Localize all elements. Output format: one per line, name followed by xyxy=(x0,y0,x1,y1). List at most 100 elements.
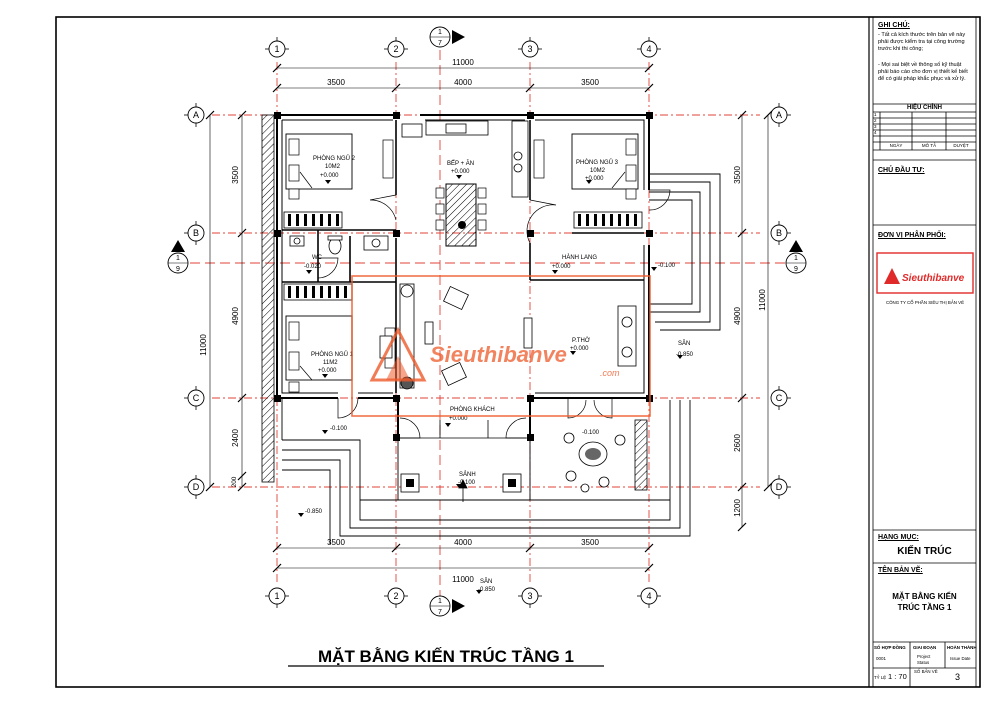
dim-top-total: 11000 xyxy=(452,58,474,67)
room-altar-level: +0.000 xyxy=(570,346,589,352)
drawing-name-label: TÊN BẢN VẼ: xyxy=(878,567,923,574)
room-lobby-level: -0.100 xyxy=(458,480,476,486)
level-ground-bottom-value: -0.850 xyxy=(478,587,496,593)
left-planter-strip xyxy=(261,114,275,483)
grid-row-a-right: A xyxy=(776,110,782,120)
svg-text:9: 9 xyxy=(794,266,798,273)
dim-left-4: 200 xyxy=(231,476,238,487)
grid-row-b-left: B xyxy=(193,228,199,238)
phase-label: GIAI ĐOẠN xyxy=(913,645,937,650)
revision-col-approve: DUYỆT xyxy=(953,143,969,148)
svg-text:7: 7 xyxy=(438,40,442,47)
note-1: - Tất cả kích thước trên bản vẽ này phải… xyxy=(878,32,966,52)
dining-set xyxy=(435,183,487,247)
room-bed2-name: PHÒNG NGỦ 2 xyxy=(313,155,356,162)
sheet-no-label: SỐ BẢN VẼ xyxy=(914,669,938,674)
room-bed3-level: +0.000 xyxy=(585,176,604,182)
lobby-pot-inner xyxy=(406,479,516,487)
dim-bottom-3: 3500 xyxy=(581,538,599,547)
dim-left-2: 4900 xyxy=(231,307,240,325)
revision-col-desc: MÔ TẢ xyxy=(921,143,937,148)
note-2: - Mọi sai biệt về thông số kỹ thuật phải… xyxy=(878,62,968,82)
dim-right-2: 4900 xyxy=(733,307,742,325)
inner-wall-faces xyxy=(281,119,645,394)
room-hall-name: HÀNH LANG xyxy=(562,254,597,261)
watermark-brand: Sieuthibanve xyxy=(430,342,567,367)
wardrobe-hangers xyxy=(288,214,637,298)
bed-pillows xyxy=(288,138,637,371)
revision-row-4: 4 xyxy=(874,130,877,135)
revision-row-1: 1 xyxy=(874,112,877,117)
grid-bubble-crosses xyxy=(184,37,791,608)
revision-row-3: 3 xyxy=(874,124,877,129)
room-living-level: +0.000 xyxy=(449,416,468,422)
revision-title: HIỆU CHỈNH xyxy=(906,105,942,111)
watermark-sub: .com xyxy=(600,368,620,378)
level-markers xyxy=(298,175,683,594)
dim-bottom-1: 3500 xyxy=(327,538,345,547)
terrace-planters xyxy=(634,419,648,491)
dim-right-3: 2600 xyxy=(733,434,742,452)
grid-col-4-bottom: 4 xyxy=(646,591,651,601)
room-bed1-name: PHÒNG NGỦ 1 xyxy=(311,351,354,358)
contract-value: 0001 xyxy=(876,656,887,661)
revision-row-2: 2 xyxy=(874,118,877,123)
dim-top-1: 3500 xyxy=(327,78,345,87)
level-hall-right: -0.100 xyxy=(658,263,676,269)
dimension-texts: 11000 3500 4000 3500 3500 4000 3500 1100… xyxy=(199,58,767,584)
front-steps xyxy=(281,398,691,544)
dimension-ticks xyxy=(205,63,773,573)
level-ground-bottom-label: SÂN xyxy=(480,578,492,585)
complete-label: HOÀN THÀNH xyxy=(947,645,977,650)
complete-value: Issue Date xyxy=(950,656,971,661)
bed-folds xyxy=(299,171,626,381)
room-bed3-name: PHÒNG NGỦ 3 xyxy=(576,159,619,166)
outer-walls xyxy=(276,114,650,438)
grid-bubble-labels: 1 2 3 4 1 2 3 4 A B C D A B C D xyxy=(193,44,783,601)
contract-label: SỐ HỢP ĐỒNG xyxy=(874,645,906,650)
room-bed2-level: +0.000 xyxy=(320,173,339,179)
dim-bottom-total: 11000 xyxy=(452,575,474,584)
category-value: KIẾN TRÚC xyxy=(897,546,952,557)
room-kitchen-name: BẾP + ĂN xyxy=(447,160,474,167)
svg-text:7: 7 xyxy=(438,609,442,616)
right-side-steps xyxy=(649,173,721,331)
wc-fixtures xyxy=(289,235,389,255)
room-living-name: PHÒNG KHÁCH xyxy=(450,406,495,413)
grid-row-a-left: A xyxy=(193,110,199,120)
section-mark-right: 1 9 xyxy=(785,240,807,274)
sheet-border xyxy=(55,16,981,688)
title-block-lines xyxy=(872,17,977,688)
room-bed1-area: 11M2 xyxy=(323,360,338,366)
dim-right-4: 1200 xyxy=(733,499,742,517)
svg-text:1: 1 xyxy=(794,255,798,262)
interior-walls xyxy=(282,120,644,393)
grid-col-2-bottom: 2 xyxy=(393,591,398,601)
room-lobby-name: SẢNH xyxy=(459,471,476,478)
grid-col-2-top: 2 xyxy=(393,44,398,54)
level-ground-left: -0.850 xyxy=(305,509,323,515)
room-hall-level: +0.000 xyxy=(552,264,571,270)
watermark: Sieuthibanve .com xyxy=(351,275,651,417)
revision-col-date: NGÀY xyxy=(889,143,903,148)
svg-text:9: 9 xyxy=(176,266,180,273)
grid-col-1-top: 1 xyxy=(274,44,279,54)
distributor-label: ĐƠN VỊ PHÂN PHỐI: xyxy=(878,232,946,239)
level-yard-label: SÂN xyxy=(678,340,690,347)
front-porch-frame xyxy=(398,420,530,439)
room-kitchen-level: +0.000 xyxy=(451,169,470,175)
phase-value-2: Status xyxy=(917,660,930,665)
sheet-no-value: 3 xyxy=(955,672,961,682)
room-altar-name: P.THỜ xyxy=(572,337,590,344)
section-mark-top: 1 7 xyxy=(429,26,465,48)
terrace-set xyxy=(563,432,626,493)
drawing-name-line1: MẶT BẰNG KIẾN xyxy=(892,592,957,601)
grid-row-d-left: D xyxy=(193,482,200,492)
owner-label: CHỦ ĐẦU TƯ: xyxy=(878,167,925,174)
logo-mark xyxy=(884,268,900,284)
level-yard-value: -0.850 xyxy=(676,352,694,358)
scale-value: 1 : 70 xyxy=(888,672,907,681)
category-label: HẠNG MỤC: xyxy=(878,534,919,541)
dim-right-total: 11000 xyxy=(758,289,767,311)
